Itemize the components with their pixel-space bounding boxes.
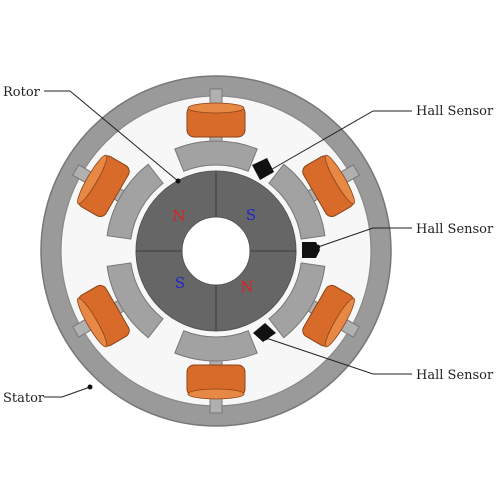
rotor-pole-label-top-left: N [172,207,185,225]
leader-lines [44,90,412,398]
stator-pole-shoes [106,140,326,362]
hall-sensor-bottom [253,323,276,342]
stator-coil-4 [186,354,246,414]
rotor: N S S N [135,170,297,332]
stator-coil-6 [72,154,130,218]
hall-sensor-top-leader-line [266,110,412,173]
hall-sensor-bottom-leader-dot [263,335,269,341]
stator-coil-5 [72,284,130,348]
stator-pole-shoe-4 [174,330,258,362]
rotor-leader-line [44,90,179,182]
coil-top-5 [77,297,108,348]
leader-dots [87,169,321,390]
coil-top-6 [77,154,108,205]
rotor-leader-dot [175,178,181,184]
hall-sensor-top-leader-dot [264,169,270,175]
stator-leader-line [44,386,91,398]
stator-coils [72,88,360,414]
hall-sensor-top [252,158,274,180]
coil-top-2 [324,154,355,205]
hall-sensors [252,158,320,342]
stator-leader-dot [87,384,93,390]
hall-sensor-bottom-leader-line [265,337,412,375]
stator-pole-shoe-5 [106,262,164,339]
rotor-pole-label-top-right: S [246,206,256,224]
hall-sensor-middle-label: Hall Sensor [416,222,494,237]
hall-sensor-middle-leader-dot [315,244,321,250]
rotor-pole-label-bottom-left: S [175,274,185,292]
rotor-hub [181,216,251,286]
rotor-pole-label-bottom-right: N [240,278,253,296]
hall-sensor-middle [302,242,320,258]
hall-sensor-middle-leader-line [317,227,412,248]
rotor-label: Rotor [3,85,41,100]
stator-pole-shoe-1 [174,140,258,172]
coil-top-4 [187,388,245,400]
stator-pole-shoe-2 [268,163,326,240]
stator-coil-2 [302,154,360,218]
hall-sensor-top-label: Hall Sensor [416,104,494,119]
stator-pole-shoe-3 [268,262,326,339]
coil-top-3 [324,297,355,348]
stator-coil-1 [186,88,246,148]
stator-coil-3 [302,284,360,348]
coil-top-1 [187,102,245,114]
hall-sensor-bottom-label: Hall Sensor [416,368,494,383]
stator-pole-shoe-6 [106,163,164,240]
stator-label: Stator [3,391,45,406]
